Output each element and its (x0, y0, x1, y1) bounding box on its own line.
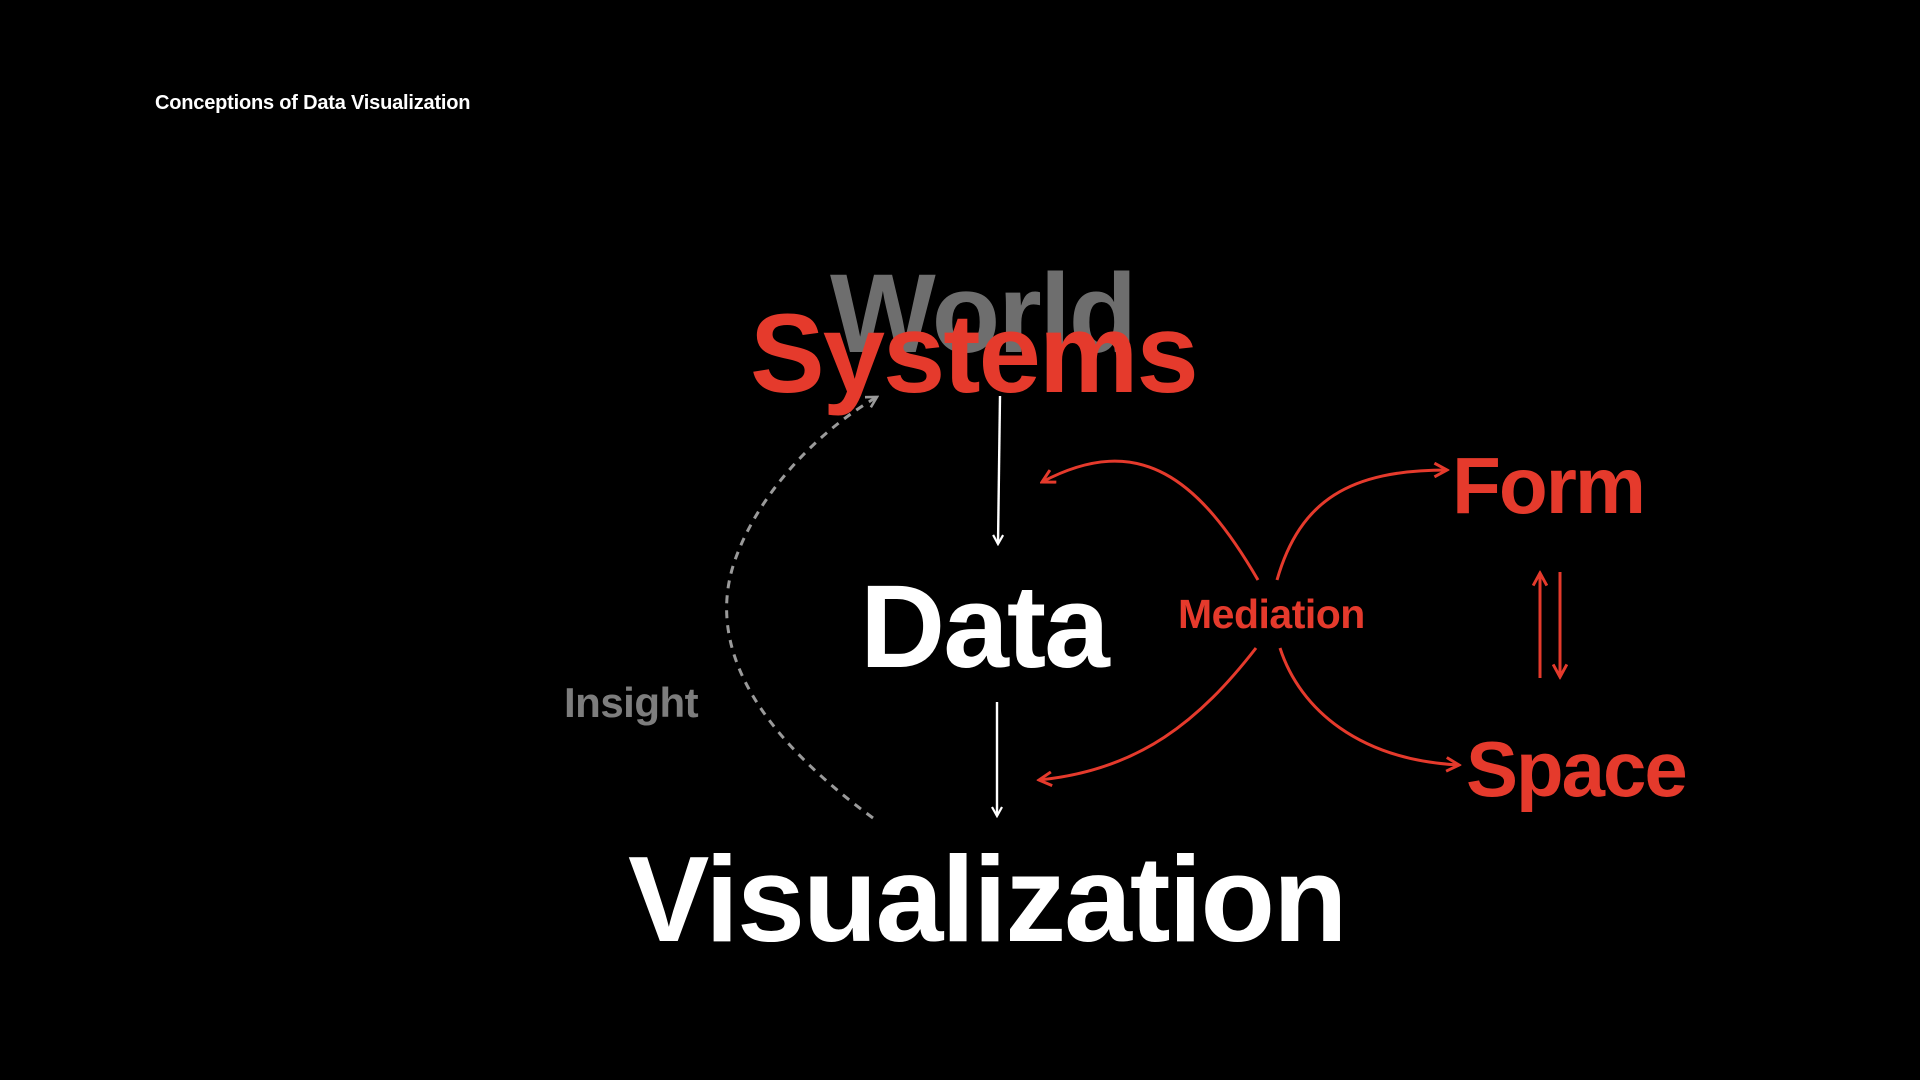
slide-title: Conceptions of Data Visualization (155, 92, 471, 114)
space-label: Space (1466, 725, 1688, 813)
systems-label: Systems (750, 291, 1199, 416)
mediation-to-space-arrow (1278, 647, 1459, 765)
mediation-to-form-arrow (1275, 470, 1447, 581)
insight-dashed-arrow (725, 397, 877, 820)
form-label: Form (1452, 441, 1646, 530)
insight-label: Insight (564, 679, 699, 726)
visualization-label: Visualization (628, 831, 1347, 967)
systems-to-data-arrow (998, 395, 1000, 544)
world-label: World (830, 251, 1137, 376)
data-label: Data (860, 561, 1110, 693)
mediation-label: Mediation (1178, 591, 1365, 637)
